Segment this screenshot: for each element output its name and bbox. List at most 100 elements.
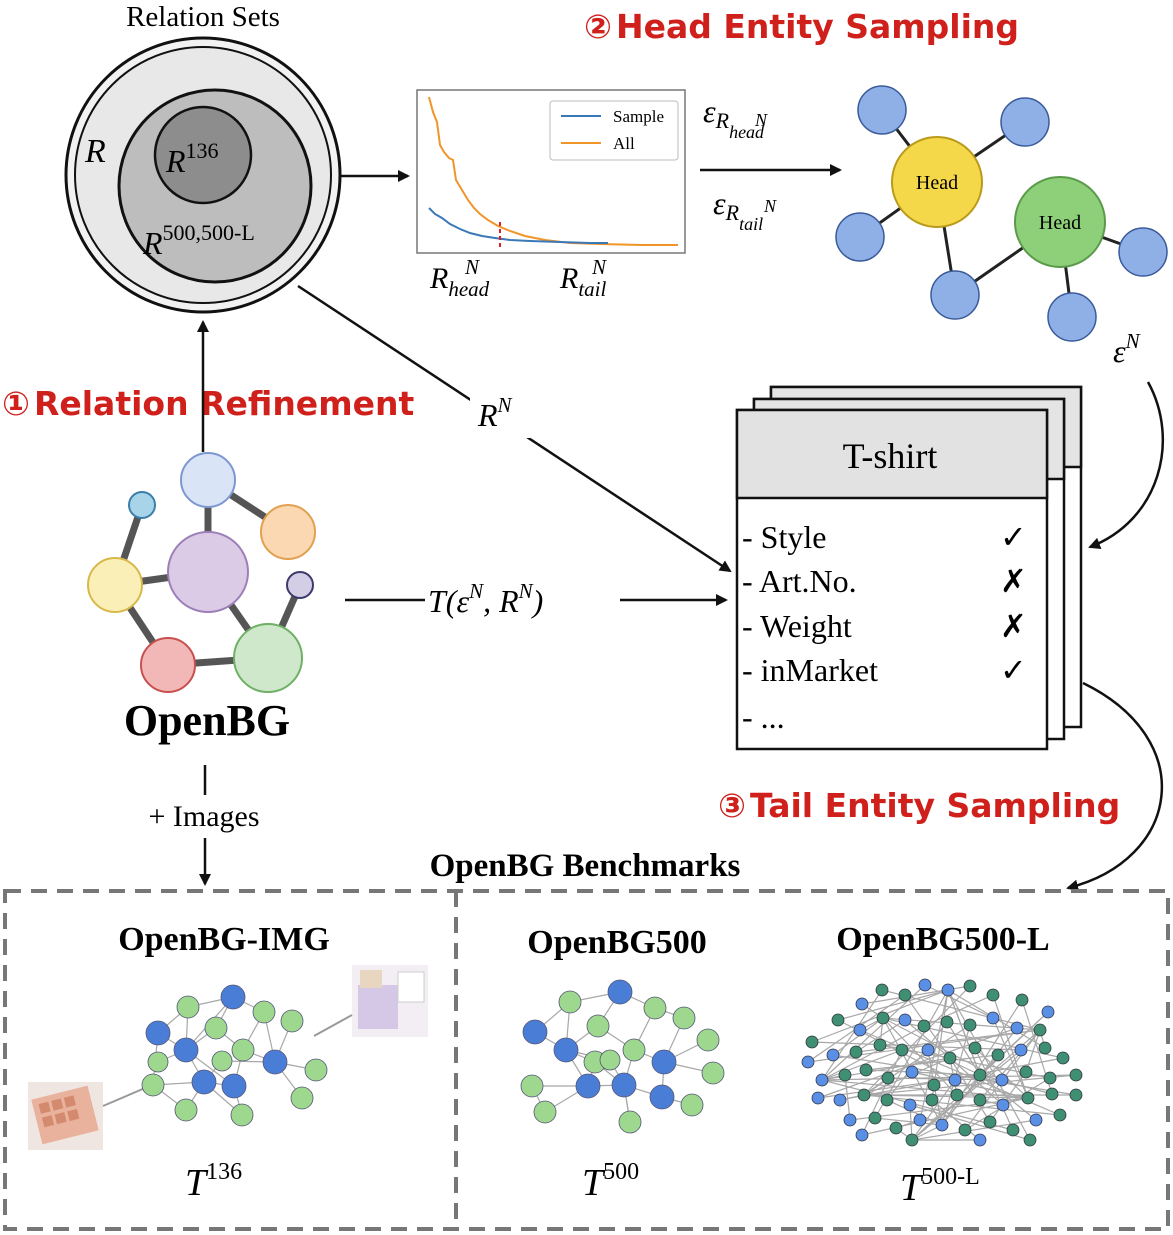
mini-graph-node — [230, 1103, 254, 1127]
mini-graph-node — [811, 1091, 825, 1105]
mini-graph-node — [905, 1133, 919, 1147]
mini-graph-node — [973, 1093, 987, 1107]
openbg-graph-nodes — [87, 452, 316, 693]
mini-graph-edge — [817, 1027, 1018, 1099]
mini-graph-node — [643, 996, 667, 1020]
mini-graph-node — [672, 1006, 696, 1030]
mini-graph-node — [1021, 1091, 1035, 1105]
plot-line-sample — [428, 207, 608, 244]
plot-head-sup: N — [464, 255, 480, 279]
benchmark-symbol: T500-L — [900, 1164, 980, 1209]
e-head-sup: N — [754, 110, 768, 130]
mini-graph-node — [1038, 1041, 1052, 1055]
card-attribute-label: - ... — [742, 699, 785, 735]
mini-graph-edge — [979, 1074, 1037, 1121]
mini-graph-node — [174, 1098, 198, 1122]
mini-graph-node — [880, 1093, 894, 1107]
mini-graph-node — [1053, 1108, 1067, 1122]
mini-graph-node — [586, 1014, 610, 1038]
mini-graph-node — [1069, 1088, 1083, 1102]
benchmark-name: OpenBG500 — [527, 924, 706, 961]
mini-graph-node — [963, 979, 977, 993]
benchmark-name: OpenBG-IMG — [118, 921, 330, 958]
mini-graph-node — [575, 1073, 601, 1099]
mini-graph-node — [262, 1049, 288, 1075]
mini-graph-node — [881, 1071, 895, 1085]
mini-graph-node — [611, 1072, 637, 1098]
img-link-line — [313, 1014, 353, 1037]
entity-node — [1047, 292, 1097, 342]
mini-graph-node — [1029, 1113, 1043, 1127]
mini-graph-img — [141, 984, 328, 1127]
mini-graph-node — [895, 1043, 909, 1057]
mini-graph-node — [304, 1058, 328, 1082]
mini-graph-node — [889, 1121, 903, 1135]
mini-graph-edge — [863, 1074, 1077, 1096]
mini-graph-node — [1014, 1043, 1028, 1057]
mini-graph-500L — [801, 978, 1083, 1147]
mini-graph-edge — [837, 989, 949, 1021]
mini-graph-edge — [974, 1047, 1014, 1131]
mini-graph-node — [996, 1098, 1010, 1112]
mini-graph-node — [868, 1111, 882, 1125]
mini-graph-node — [607, 979, 633, 1005]
mini-graph-edge — [874, 1117, 943, 1126]
mini-graph-node — [651, 1049, 677, 1075]
mini-graph-node — [173, 1037, 199, 1063]
mini-graph-edge — [979, 1029, 1041, 1101]
mini-graph-node — [903, 1098, 917, 1112]
product-image-cosmetics — [352, 965, 428, 1037]
mini-graph-edge — [882, 1017, 958, 1096]
e-n-label: εN — [1113, 329, 1141, 369]
mini-graph-edge — [821, 1074, 1077, 1081]
mini-graph-node — [141, 1073, 165, 1097]
r-n-label: RN — [477, 393, 513, 433]
mini-graph-node — [145, 1020, 171, 1046]
mini-graph-node — [1023, 1133, 1037, 1147]
mini-graph-node — [950, 1088, 964, 1102]
mini-graph-node — [220, 984, 246, 1010]
entity-node — [857, 85, 907, 135]
card-attribute-list: - Style ✓ - Art.No. ✗ - Weight ✗ - inMar… — [742, 519, 1027, 735]
arrow-card-to-benchmarks — [1066, 681, 1164, 892]
mini-graph-edge — [863, 1094, 1061, 1116]
mini-graph-node — [898, 1013, 912, 1027]
mini-graph-node — [943, 1051, 957, 1065]
legend-sample-label: Sample — [613, 107, 664, 126]
mini-graph-node — [1033, 1023, 1047, 1037]
mini-graph-node — [826, 1048, 840, 1062]
relation-set-500-label: R500,500-L — [142, 220, 255, 261]
mini-graph-node — [918, 978, 932, 992]
relation-set-136-label: R136 — [165, 138, 219, 179]
card-attribute-label: - Style — [742, 519, 826, 555]
mini-graph-node — [805, 1035, 819, 1049]
t-formula: T(εN, RN) — [428, 579, 543, 619]
card-attribute-mark: ✓ — [1000, 652, 1027, 688]
mini-graph-edge — [919, 989, 949, 1121]
mini-graph-node — [831, 1013, 845, 1027]
mini-graph-node — [649, 1084, 675, 1110]
mini-graph-edge — [832, 1017, 884, 1056]
plot-head-label: Rhead — [429, 262, 490, 301]
mini-graph-node — [833, 1093, 847, 1107]
e-tail-formula: εRtail — [713, 185, 763, 234]
mini-graph-edge — [949, 1057, 991, 1123]
card-attribute-mark: ✓ — [1000, 519, 1027, 555]
relation-sets-venn — [64, 36, 342, 314]
images-label: + Images — [148, 800, 259, 833]
mini-graph-node — [940, 1015, 954, 1029]
mini-graph-node — [204, 1016, 228, 1040]
e-head-formula: εRhead — [703, 93, 765, 142]
mini-graph-node — [859, 1063, 873, 1077]
mini-graph-node — [986, 1011, 1000, 1025]
mini-graph-node — [973, 1068, 987, 1082]
entity-node — [1118, 227, 1168, 277]
mini-graph-edge — [1025, 1029, 1041, 1073]
relation-sets-title: Relation Sets — [126, 1, 280, 33]
mini-graph-node — [553, 1037, 579, 1063]
card-attribute-label: - Weight — [742, 608, 852, 644]
mini-graph-edge — [861, 1049, 903, 1136]
mini-graph-node — [1015, 993, 1029, 1007]
mini-graph-node — [948, 1073, 962, 1087]
